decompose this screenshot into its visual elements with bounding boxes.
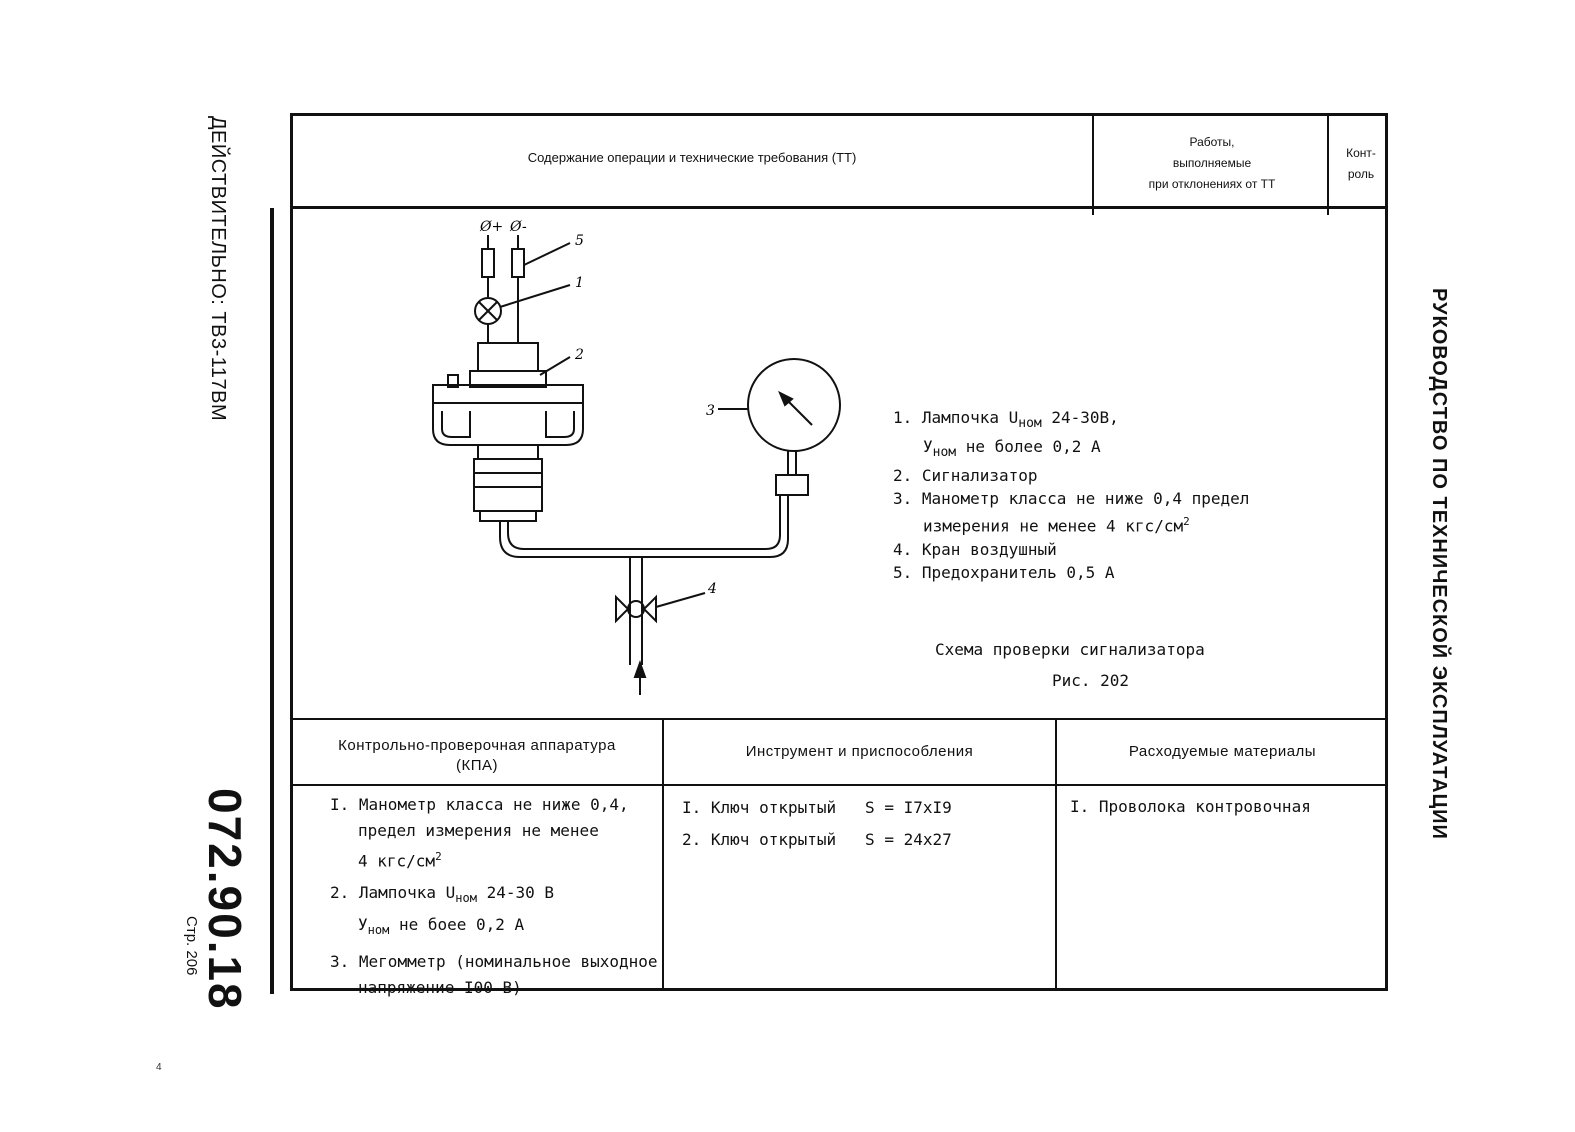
legend-item: 2. Сигнализатор — [893, 466, 1038, 486]
header-divider-2 — [1327, 113, 1329, 215]
terminal-minus: Ø- — [509, 219, 527, 235]
header-works-line: при отклонениях от ТТ — [1148, 177, 1276, 191]
tools-list: I. Ключ открытый S = I7xI9 2. Ключ откры… — [682, 792, 952, 856]
table-divider-1 — [662, 718, 664, 991]
column-header-kpa-line: Контрольно-проверочная аппаратура — [338, 737, 616, 754]
list-item: предел измерения не менее — [358, 821, 599, 840]
callout-4: 4 — [707, 581, 717, 597]
list-item: 2. Лампочка Uном 24-30 В — [330, 883, 554, 906]
header-control-line: роль — [1347, 167, 1375, 181]
list-item: I. Проволока контровочная — [1070, 797, 1311, 816]
gauge-dial — [747, 358, 841, 452]
margin-rule — [270, 208, 274, 994]
list-item: I. Манометр класса не ниже 0,4, — [330, 795, 629, 814]
column-header-tools: Инструмент и приспособления — [745, 743, 974, 760]
list-item: 3. Мегомметр (номинальное выходное — [330, 951, 658, 971]
fuse-right — [511, 248, 525, 278]
list-item: Уном не боее 0,2 А — [358, 914, 525, 937]
terminal-plus: Ø+ — [479, 219, 503, 235]
list-item: напряжение I00 В) — [358, 977, 522, 997]
figure-number: Рис. 202 — [1052, 671, 1130, 690]
column-header-materials: Расходуемые материалы — [1128, 743, 1317, 760]
table-top-rule — [290, 718, 1388, 720]
header-works-line: Работы, — [1189, 135, 1235, 149]
kpa-list: I. Манометр класса не ниже 0,4, предел и… — [330, 792, 658, 1001]
legend-item: 1. Лампочка Uном 24-30В, — [893, 408, 1119, 432]
figure-caption: Схема проверки сигнализатора — [935, 640, 1205, 659]
header-control-line: Конт- — [1346, 146, 1376, 160]
page-frame — [290, 113, 1388, 991]
header-divider-1 — [1092, 113, 1094, 215]
list-item: 2. Ключ открытый S = 24x27 — [682, 830, 952, 849]
corner-mark: 4 — [156, 1062, 162, 1073]
legend-item: Уном не более 0,2 А — [923, 437, 1101, 461]
header-works: Работы, выполняемые при отклонениях от Т… — [1097, 132, 1327, 195]
column-header-kpa: Контрольно-проверочная аппаратура (КПА) — [292, 736, 662, 776]
column-header-kpa-line: (КПА) — [455, 757, 498, 774]
figure-legend: 1. Лампочка Uном 24-30В, Уном не более 0… — [893, 406, 1249, 584]
validity-label: ДЕЙСТВИТЕЛЬНО: ТВ3-117ВМ — [207, 116, 229, 422]
callout-5: 5 — [575, 233, 584, 249]
test-schematic: 5 1 2 3 4 Ø+ Ø- — [432, 219, 841, 695]
document-number: 072.90.18 — [199, 788, 251, 1011]
legend-item: 4. Кран воздушный — [893, 539, 1057, 559]
callout-3: 3 — [706, 403, 715, 419]
materials-list: I. Проволока контровочная — [1070, 794, 1311, 820]
table-header-rule — [290, 784, 1388, 786]
list-item: I. Ключ открытый S = I7xI9 — [682, 798, 952, 817]
table-divider-2 — [1055, 718, 1057, 991]
fuse-left — [481, 248, 495, 278]
header-bottom-rule — [290, 206, 1388, 209]
legend-item: 5. Предохранитель 0,5 А — [893, 562, 1115, 582]
header-works-line: выполняемые — [1172, 156, 1252, 170]
manual-title-vertical: РУКОВОДСТВО ПО ТЕХНИЧЕСКОЙ ЭКСПЛУАТАЦИИ — [1428, 288, 1450, 840]
list-item: 4 кгс/см2 — [358, 850, 442, 871]
legend-item: измерения не менее 4 кгс/см2 — [923, 515, 1190, 536]
header-content: Содержание операции и технические требов… — [527, 150, 857, 165]
callout-1: 1 — [575, 275, 584, 291]
header-control: Конт- роль — [1332, 143, 1390, 185]
legend-item: 3. Манометр класса не ниже 0,4 предел — [893, 489, 1250, 509]
callout-2: 2 — [574, 347, 584, 363]
page-number: Стр. 206 — [183, 916, 200, 976]
